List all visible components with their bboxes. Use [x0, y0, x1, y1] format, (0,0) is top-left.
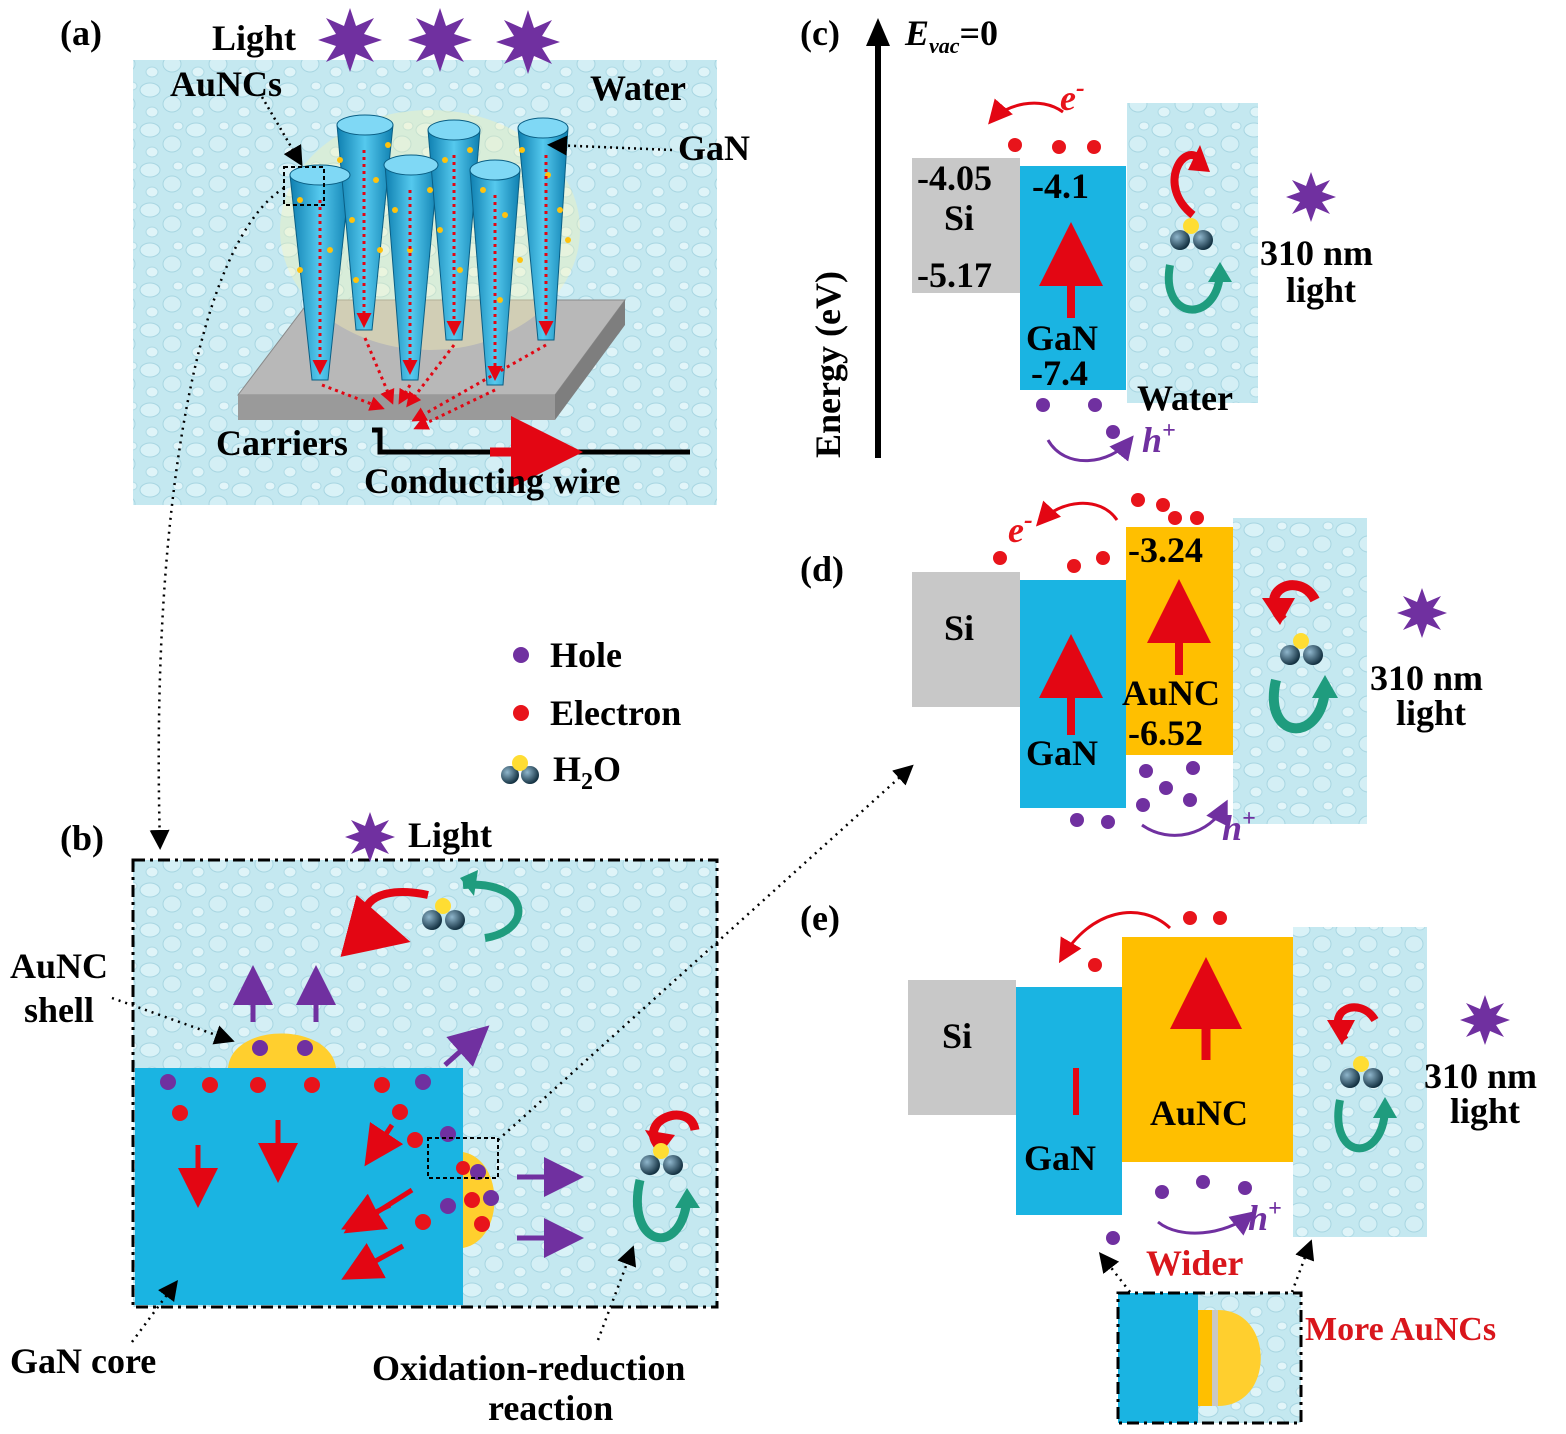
gan-label-d: GaN: [1026, 733, 1098, 773]
redox-cycle-d: [1262, 580, 1338, 734]
legend-electron: Electron: [550, 693, 681, 733]
aunc-top-d: -3.24: [1128, 530, 1203, 570]
light-c-line1: 310 nm: [1260, 233, 1373, 273]
light-star-icon: [496, 10, 560, 74]
wire-label: Conducting wire: [364, 461, 620, 501]
aunc-bottom-d: -6.52: [1128, 713, 1203, 753]
aunc-label-a: AuNCs: [170, 64, 282, 104]
carriers-label: Carriers: [216, 423, 348, 463]
core-label: GaN core: [10, 1341, 156, 1381]
light-star-icon: [1460, 995, 1510, 1045]
light-label-a: Light: [212, 18, 296, 58]
panel-b-tag: (b): [60, 818, 104, 858]
gan-top-c: -4.1: [1032, 166, 1089, 206]
wider-label: Wider: [1146, 1243, 1243, 1283]
electron-legend-icon: [513, 705, 529, 721]
light-star-icon: [408, 8, 472, 72]
shell-label-1: AuNC: [10, 946, 108, 986]
si-band-d: [912, 572, 1020, 707]
e-minus-c: e-: [1060, 73, 1085, 118]
electrons-b: [172, 1077, 490, 1232]
h-plus-d: h+: [1222, 806, 1256, 848]
shell-label-2: shell: [24, 990, 94, 1030]
redox-label-1: Oxidation-reduction: [372, 1348, 685, 1388]
light-c-line2: light: [1286, 270, 1356, 310]
water-box-c: [1127, 103, 1258, 403]
legend-h2o: H2O: [553, 749, 621, 795]
gan-core: [135, 1068, 463, 1305]
h-plus-e: h+: [1248, 1196, 1282, 1238]
panel-e: (e) Si GaN AuNC h+ Wider More AuNCs 310 …: [800, 898, 1537, 1425]
gan-label-e: GaN: [1024, 1138, 1096, 1178]
light-star-icon: [318, 8, 382, 72]
water-label-a: Water: [590, 68, 686, 108]
gan-label-a: GaN: [678, 128, 750, 168]
holes-c: [1036, 398, 1120, 439]
light-d-line1: 310 nm: [1370, 658, 1483, 698]
h-plus-c: h+: [1142, 418, 1176, 460]
aunc-label-d: AuNC: [1122, 673, 1220, 713]
redox-cycle-b-side: [633, 1110, 700, 1243]
electrons-e: [1088, 911, 1227, 972]
water-molecule-legend-icon: [501, 755, 539, 784]
electrons-c: [1008, 138, 1101, 154]
redox-cycle-b-top: [340, 870, 523, 957]
aunc-zoom-box: [283, 166, 325, 206]
redox-label-2: reaction: [488, 1388, 613, 1428]
gan-label-c: GaN: [1026, 318, 1098, 358]
hole-legend-icon: [513, 647, 529, 663]
interface-zoom-box: [427, 1137, 499, 1179]
redox-cycle-c: [1164, 145, 1232, 314]
holes-e: [1106, 1175, 1252, 1245]
water-box-e: [1293, 927, 1427, 1237]
panel-c: (c) Evac=0 Energy (eV) -4.05 Si -5.17 -4…: [800, 13, 1373, 463]
light-star-icon: [1286, 172, 1336, 222]
panel-c-tag: (c): [800, 13, 840, 53]
panel-a-tag: (a): [60, 13, 102, 53]
panel-b: (b) Light AuNC shell GaN core Oxidation-…: [10, 764, 914, 1428]
panel-d: (d) Si GaN -3.24 AuNC -6.52 e- h+ 310 nm…: [800, 493, 1483, 848]
aunc-particles: [297, 142, 571, 303]
carrier-arrows: [312, 150, 554, 430]
e-minus-d: e-: [1008, 505, 1033, 550]
legend-hole: Hole: [550, 635, 622, 675]
si-band-e: [908, 980, 1016, 1115]
legend: Hole Electron H2O: [501, 635, 681, 795]
si-top-c: -4.05: [917, 158, 992, 198]
electrons-d: [993, 493, 1204, 573]
holes-b: [160, 1040, 499, 1214]
light-stars-a: [318, 8, 560, 74]
evac-label: Evac=0: [904, 13, 998, 58]
light-e-line2: light: [1450, 1091, 1520, 1131]
hole-flow-arrows: [233, 965, 584, 1258]
more-aunc-label: More AuNCs: [1305, 1311, 1496, 1348]
light-d-line2: light: [1396, 693, 1466, 733]
holes-d: [1070, 761, 1200, 829]
si-label-d: Si: [944, 608, 974, 648]
panel-e-tag: (e): [800, 898, 840, 938]
electron-flow-arrows: [178, 1120, 414, 1280]
water-label-c: Water: [1137, 378, 1233, 418]
panel-b-frame: [131, 858, 719, 1309]
redox-cycle-e: [1327, 1003, 1397, 1153]
light-star-icon: [345, 812, 395, 862]
energy-axis-label: Energy (eV): [808, 271, 848, 458]
light-e-line1: 310 nm: [1424, 1056, 1537, 1096]
panel-d-tag: (d): [800, 549, 844, 589]
si-band-c: [912, 158, 1020, 293]
aunc-label-e: AuNC: [1150, 1093, 1248, 1133]
gan-bottom-c: -7.4: [1031, 353, 1088, 393]
si-label-e: Si: [942, 1016, 972, 1056]
water-box-d: [1233, 518, 1367, 824]
si-label-c: Si: [944, 198, 974, 238]
si-bottom-c: -5.17: [917, 255, 992, 295]
light-label-b: Light: [408, 815, 492, 855]
light-star-icon: [1397, 588, 1447, 638]
gan-band-e: [1016, 987, 1122, 1215]
panel-a: (a) Light AuNCs Water GaN Carriers Condu…: [60, 8, 750, 850]
